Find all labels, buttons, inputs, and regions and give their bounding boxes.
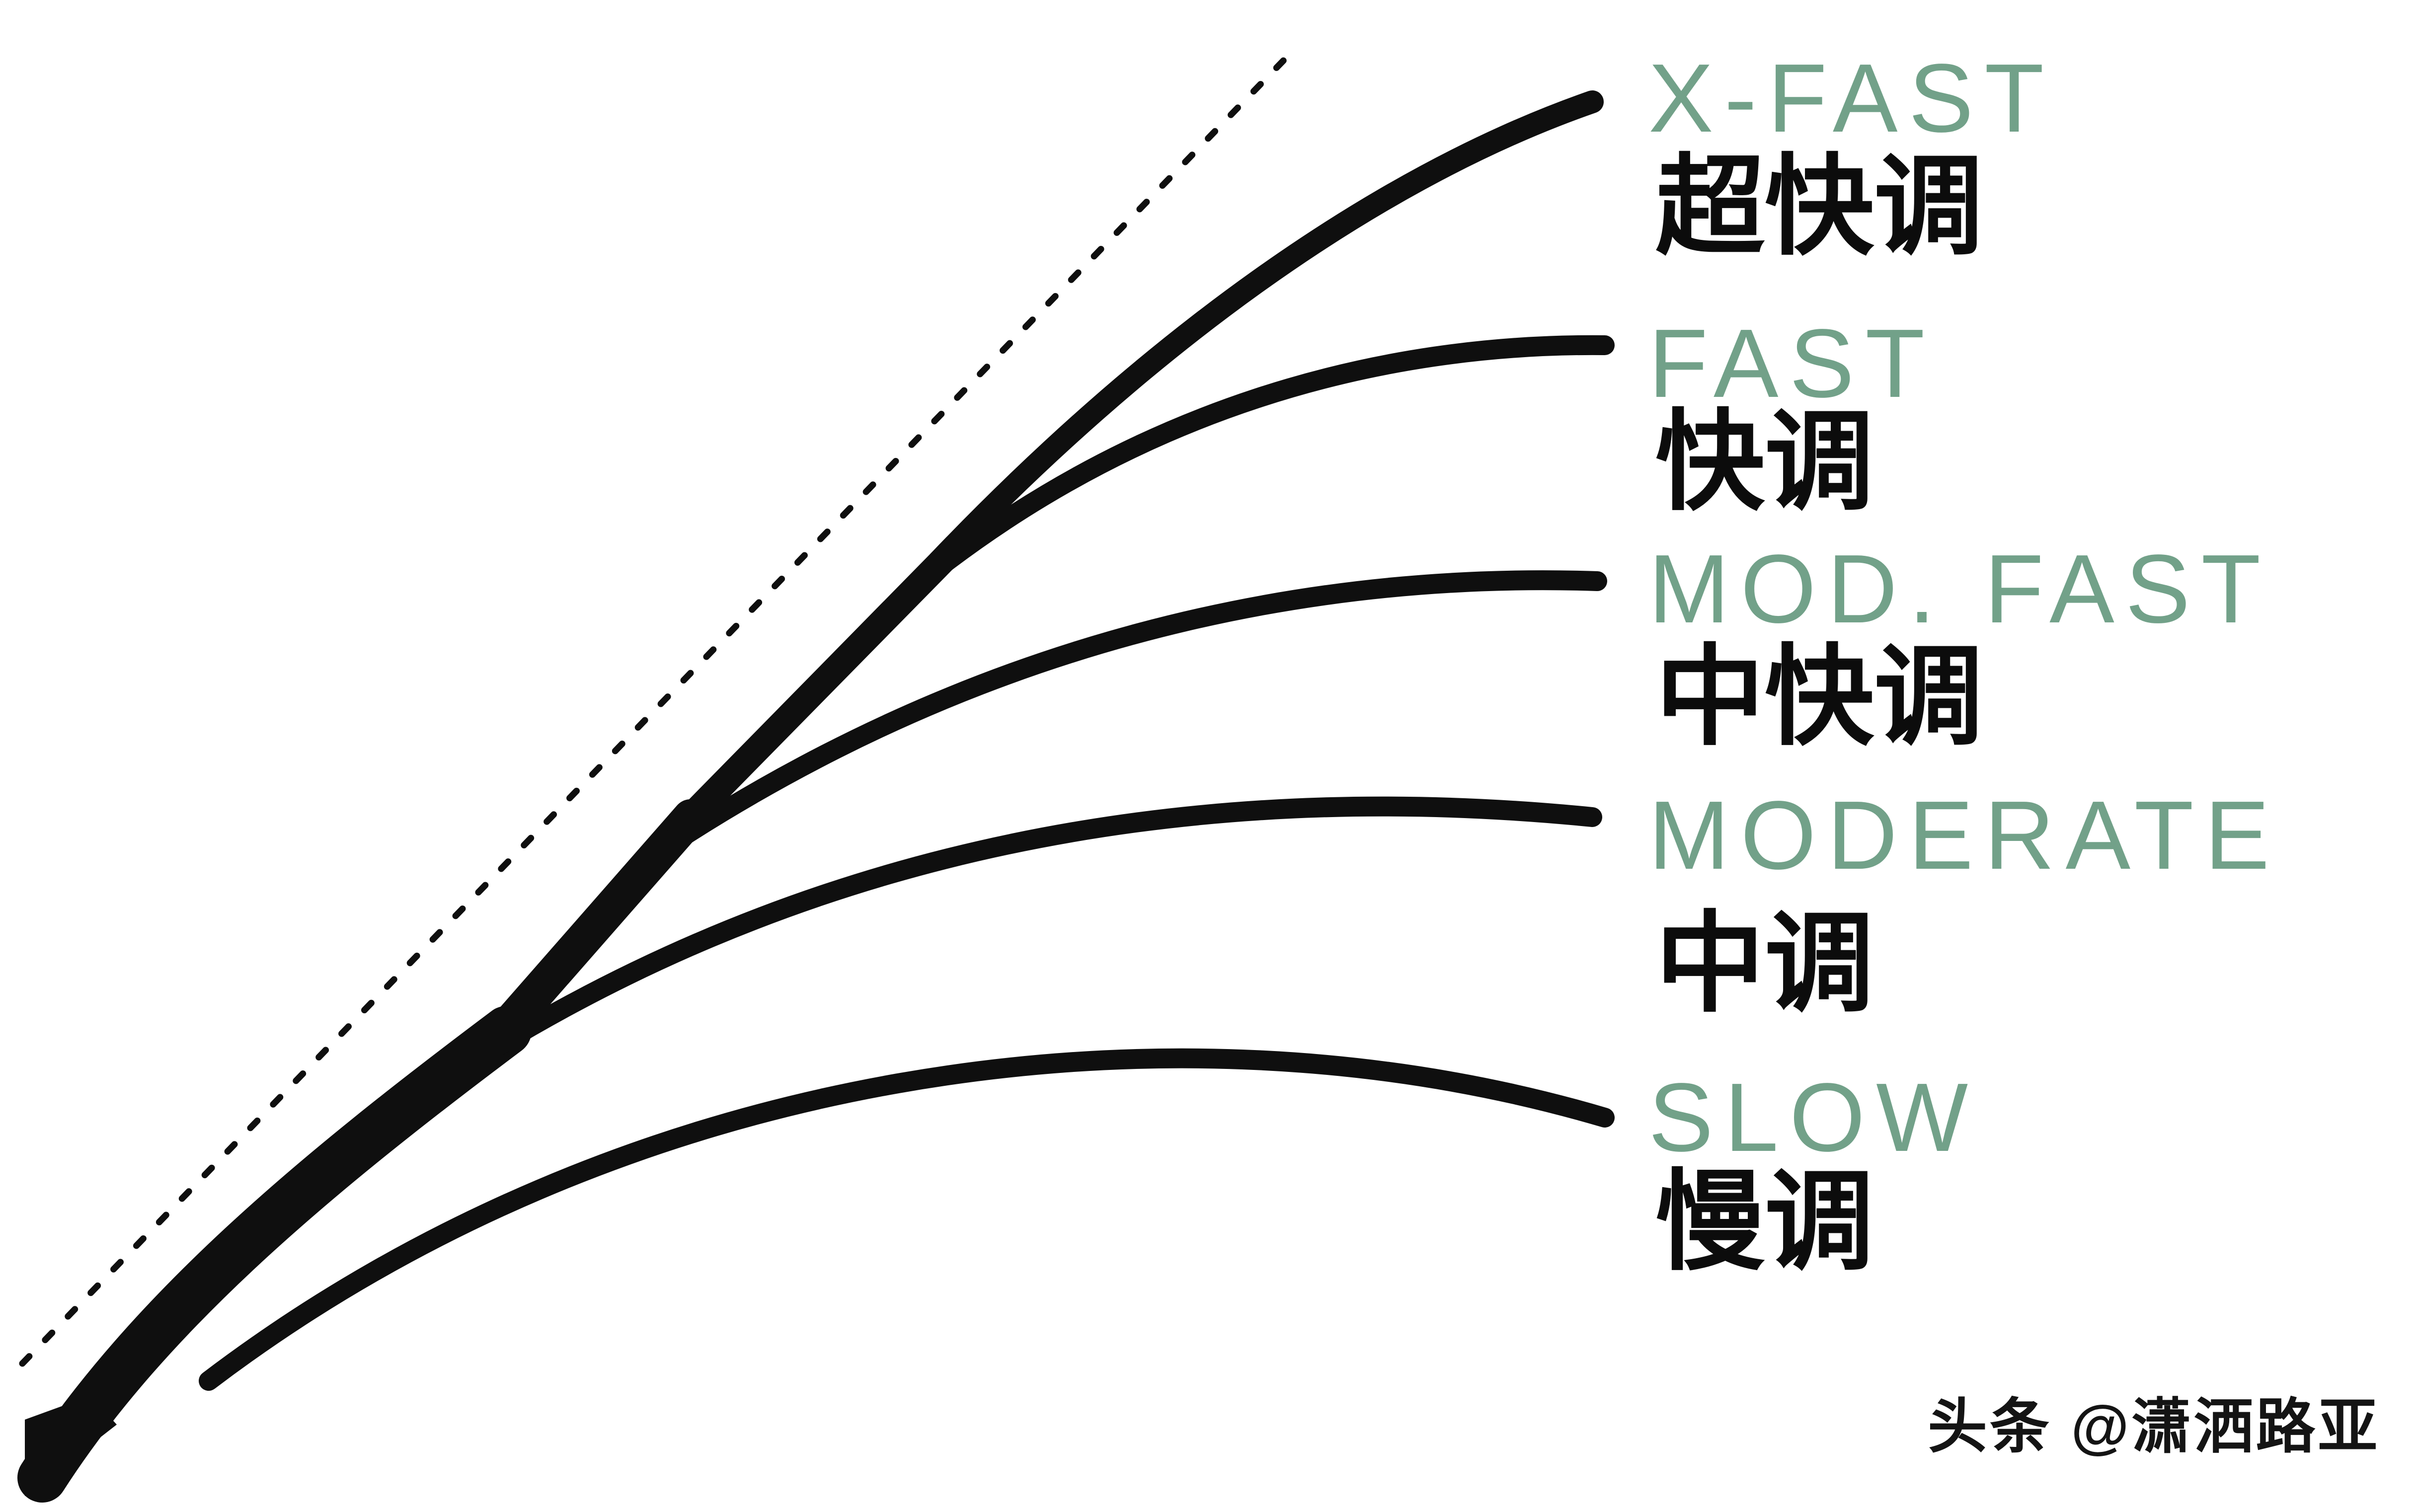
curve-x-fast [928,90,1604,573]
curve-fast [899,335,1615,601]
rod-trunk-lower [17,1006,532,1503]
curve-slow [199,1048,1615,1391]
label-slow-zh: 慢调 [1655,1162,1874,1284]
watermark-text: 头条 @潇洒路亚 [1928,1393,2380,1460]
dotted-guide-line [19,54,1290,1367]
label-mod-fast-zh: 中快调 [1655,637,1984,758]
label-moderate-en: MODERATE [1648,781,2281,890]
label-x-fast-zh: 超快调 [1655,147,1984,268]
label-x-fast-en: X-FAST [1648,44,2055,152]
label-slow-en: SLOW [1648,1063,1979,1172]
label-fast-zh: 快调 [1655,402,1874,524]
label-fast-en: FAST [1648,309,1936,418]
curve-mod-fast [631,570,1607,874]
label-moderate-zh: 中调 [1655,904,1874,1025]
curve-moderate [437,796,1602,1088]
label-mod-fast-en: MOD. FAST [1648,534,2272,643]
